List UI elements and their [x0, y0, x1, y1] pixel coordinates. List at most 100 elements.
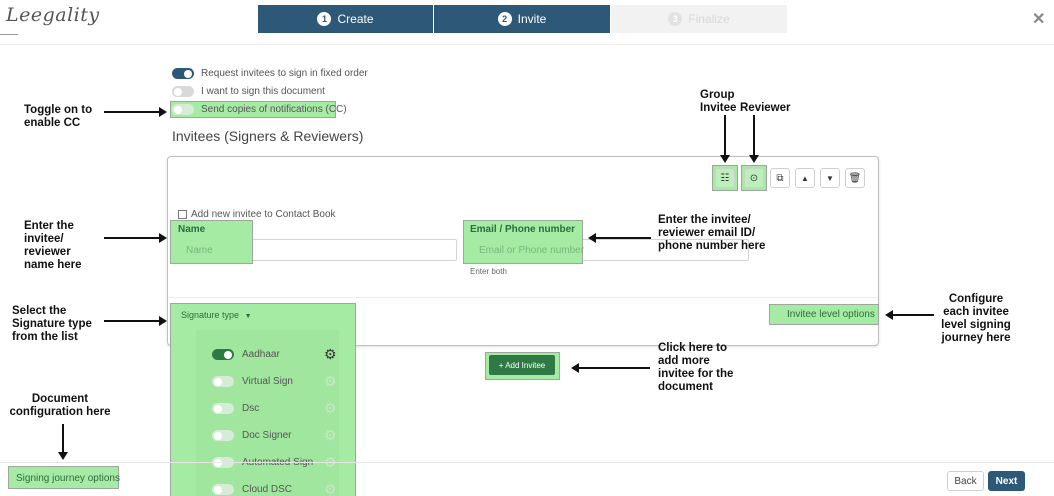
next-button[interactable]: Next — [988, 471, 1025, 491]
arrow-head — [159, 233, 167, 243]
invitee-level-options[interactable]: Invitee level options — [787, 309, 875, 320]
settings-gear-icon[interactable]: ⚙ — [324, 373, 337, 389]
cc-toggle[interactable] — [172, 104, 194, 115]
section-title: Invitees (Signers & Reviewers) — [172, 128, 364, 144]
cc-option[interactable]: Send copies of notifications (CC) — [172, 104, 347, 115]
footer-divider — [0, 462, 1054, 463]
email-hint: Enter both — [470, 267, 507, 276]
sign-myself-label: I want to sign this document — [201, 86, 325, 97]
arrow-head — [885, 310, 893, 320]
name-label: Name — [178, 224, 206, 235]
aadhaar-toggle[interactable] — [212, 349, 234, 360]
move-down-icon[interactable]: ▼ — [820, 168, 840, 188]
signature-option-label: Cloud DSC — [242, 484, 293, 495]
annotation-line: Select the — [12, 305, 67, 317]
arrow-head — [749, 155, 759, 163]
add-contact-label: Add new invitee to Contact Book — [191, 209, 336, 220]
dsc-toggle[interactable] — [212, 403, 234, 414]
signature-option-virtual-sign[interactable]: Virtual Sign ⚙ — [212, 373, 337, 390]
close-icon[interactable]: ✕ — [1032, 11, 1046, 28]
signature-type-select[interactable]: Signature type ▼ — [181, 310, 252, 320]
signature-type-label: Signature type — [181, 310, 240, 320]
logo-underline — [0, 34, 18, 35]
annotation-line: Signature type — [12, 318, 92, 330]
step-invite[interactable]: 2 Invite — [434, 5, 610, 33]
annotation-email: Enter the invitee/ reviewer email ID/ ph… — [658, 214, 765, 253]
settings-gear-icon[interactable]: ⚙ — [324, 481, 337, 496]
annotation-reviewer: Reviewer — [740, 102, 791, 114]
level-options-highlight — [769, 304, 879, 325]
fixed-order-label: Request invitees to sign in fixed order — [201, 68, 368, 79]
annotation-line: Configure — [948, 293, 1004, 305]
annotation-add-invitee: Click here to add more invitee for the d… — [658, 342, 733, 394]
annotation-configure: Configure each invitee level signing jou… — [936, 293, 1016, 345]
step-label: Create — [337, 12, 374, 26]
delete-icon[interactable]: 🗑 — [845, 168, 865, 188]
header-divider — [0, 44, 1054, 45]
step-label: Finalize — [688, 12, 730, 26]
sign-myself-toggle[interactable] — [172, 86, 194, 97]
fixed-order-option[interactable]: Request invitees to sign in fixed order — [172, 68, 368, 79]
doc-signer-toggle[interactable] — [212, 430, 234, 441]
chevron-down-icon: ▼ — [244, 313, 252, 320]
annotation-line: enable CC — [24, 117, 81, 129]
cloud-dsc-toggle[interactable] — [212, 484, 234, 495]
email-label: Email / Phone number — [470, 224, 576, 235]
email-highlight — [463, 220, 583, 264]
signature-option-dsc[interactable]: Dsc ⚙ — [212, 400, 337, 417]
annotation-line: journey here — [941, 332, 1011, 344]
step-finalize[interactable]: 3 Finalize — [611, 5, 787, 33]
annotation-line: invitee for the — [658, 368, 734, 380]
annotation-line: configuration here — [9, 406, 111, 418]
annotation-line: Group — [700, 89, 735, 101]
journey-options-highlight — [8, 466, 119, 489]
add-contact-checkbox[interactable] — [178, 210, 187, 219]
signature-option-aadhaar[interactable]: Aadhaar ⚙ — [212, 346, 337, 363]
step-label: Invite — [517, 12, 547, 26]
add-invitee-button[interactable]: + Add Invitee — [489, 355, 555, 375]
arrow-head — [159, 107, 167, 117]
arrow — [104, 320, 160, 322]
sign-myself-option[interactable]: I want to sign this document — [172, 86, 325, 97]
step-create[interactable]: 1 Create — [258, 5, 433, 33]
app-logo: Leegality — [6, 4, 100, 26]
annotation-line: Toggle on to — [24, 104, 93, 116]
annotation-line: from the list — [12, 331, 78, 343]
signature-option-cloud-dsc[interactable]: Cloud DSC ⚙ — [212, 481, 337, 496]
signing-journey-options[interactable]: Signing journey options — [16, 473, 120, 484]
arrow — [104, 111, 160, 113]
annotation-line: each invitee — [943, 306, 1009, 318]
settings-gear-icon[interactable]: ⚙ — [324, 400, 337, 416]
step-number: 3 — [668, 12, 683, 26]
signature-option-doc-signer[interactable]: Doc Signer ⚙ — [212, 427, 337, 444]
arrow — [578, 367, 650, 369]
email-input[interactable]: Email or Phone number — [479, 245, 585, 256]
fixed-order-toggle[interactable] — [172, 68, 194, 79]
name-input[interactable]: Name — [186, 245, 213, 256]
annotation-line: level signing — [941, 319, 1011, 331]
settings-gear-icon[interactable]: ⚙ — [324, 346, 337, 362]
name-highlight — [170, 220, 253, 264]
copy-icon[interactable]: ⧉ — [770, 168, 790, 188]
move-up-icon[interactable]: ▲ — [795, 168, 815, 188]
arrow — [892, 314, 934, 316]
annotation-line: Enter the invitee/ — [658, 214, 751, 226]
signature-option-label: Aadhaar — [242, 349, 280, 360]
annotation-line: Document — [31, 393, 89, 405]
arrow — [104, 237, 160, 239]
add-contact-option[interactable]: Add new invitee to Contact Book — [178, 209, 336, 220]
arrow-head — [159, 316, 167, 326]
back-button[interactable]: Back — [947, 471, 984, 491]
cc-label: Send copies of notifications (CC) — [201, 104, 347, 115]
virtual-sign-toggle[interactable] — [212, 376, 234, 387]
group-invitee-icon[interactable]: ☷ — [715, 168, 735, 188]
reviewer-icon[interactable]: ⊙ — [744, 168, 764, 188]
settings-gear-icon[interactable]: ⚙ — [324, 427, 337, 443]
annotation-cc: Toggle on to enable CC — [24, 104, 92, 130]
annotation-document: Document configuration here — [8, 393, 112, 419]
step-number: 2 — [497, 12, 512, 26]
annotation-group-invitee: Group Invitee — [700, 89, 736, 115]
annotation-line: phone number here — [658, 240, 766, 252]
arrow-head — [58, 452, 68, 460]
signature-option-label: Dsc — [242, 403, 260, 414]
